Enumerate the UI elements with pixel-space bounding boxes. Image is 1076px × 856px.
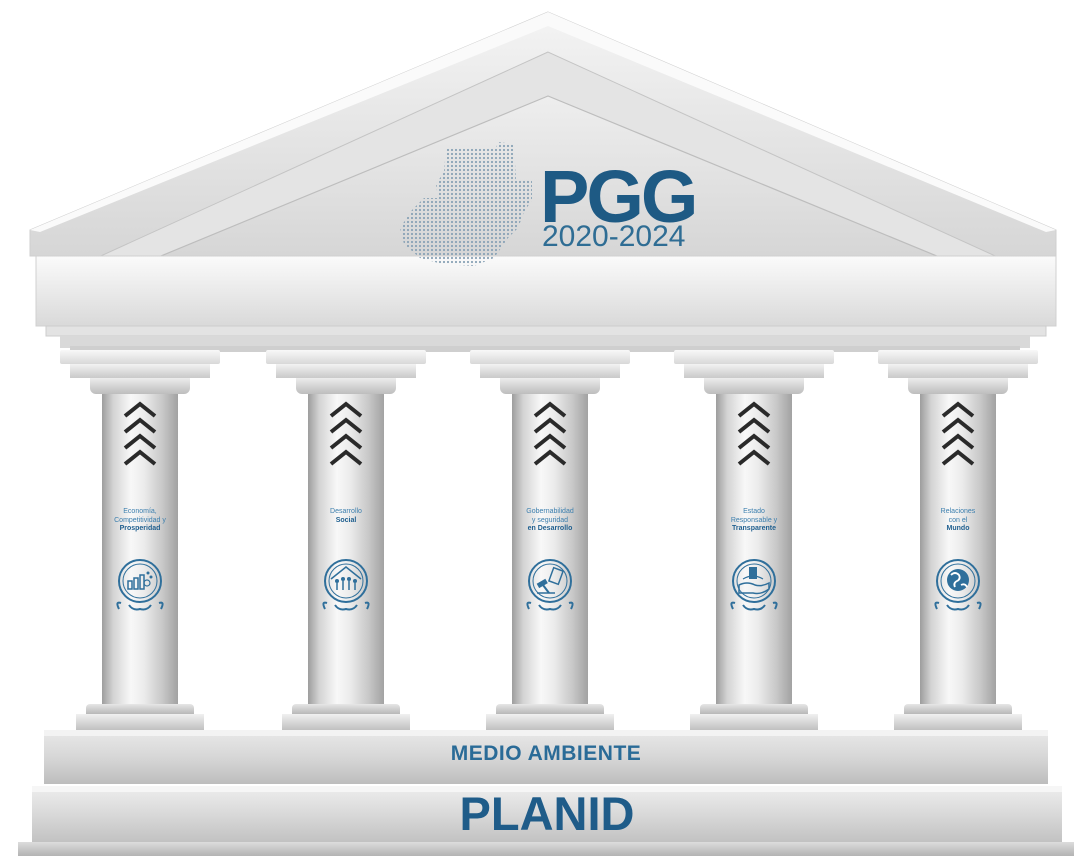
column-base: [292, 704, 400, 714]
pillar-label: Economía, Competitividad y Prosperidad: [114, 508, 166, 532]
pillar-label: Desarrollo Social: [330, 508, 362, 524]
column-shaft: [920, 394, 996, 704]
pillar-world-relations: Relaciones con el Mundo: [874, 350, 1042, 730]
step-edge: [44, 730, 1048, 736]
pillar-social: Desarrollo Social: [262, 350, 430, 730]
column-capital: [276, 364, 416, 378]
column-base: [690, 714, 818, 730]
column-shaft: [308, 394, 384, 704]
column-capital: [908, 378, 1008, 394]
pillar-label: Estado Responsable y Transparente: [730, 508, 778, 532]
column-capital: [90, 378, 190, 394]
column-base: [496, 704, 604, 714]
guatemala-map-icon: [400, 142, 532, 266]
globe-icon: [934, 559, 982, 611]
chevron-up-icon: [533, 401, 567, 466]
pillar-transparency: Estado Responsable y Transparente: [670, 350, 838, 730]
column-capital: [70, 364, 210, 378]
environment-label: MEDIO AMBIENTE: [450, 742, 642, 765]
pillar-label: Gobernabilidad y seguridad en Desarrollo: [526, 508, 574, 532]
foundation-label: PLANID: [459, 787, 635, 840]
column-capital: [480, 364, 620, 378]
column-capital: [470, 350, 630, 364]
social-people-icon: [322, 559, 370, 611]
column-capital: [704, 378, 804, 394]
transparency-hand-icon: [730, 559, 778, 611]
column-base: [486, 714, 614, 730]
column-capital: [500, 378, 600, 394]
column-capital: [60, 350, 220, 364]
column-base: [894, 714, 1022, 730]
column-shaft: [716, 394, 792, 704]
pgg-logo: PGG 2020-2024: [540, 160, 740, 260]
chevron-up-icon: [737, 401, 771, 466]
pillar-label: Relaciones con el Mundo: [940, 508, 976, 532]
environment-step: [44, 730, 1048, 784]
governance-gavel-icon: [526, 559, 574, 611]
chevron-up-icon: [329, 401, 363, 466]
column-base: [282, 714, 410, 730]
temple-roof: [29, 11, 1057, 352]
logo-years: 2020-2024: [542, 220, 686, 253]
column-capital: [684, 364, 824, 378]
column-base: [76, 714, 204, 730]
foundation-step: [32, 786, 1062, 842]
column-base: [904, 704, 1012, 714]
column-capital: [674, 350, 834, 364]
chevron-up-icon: [941, 401, 975, 466]
column-capital: [878, 350, 1038, 364]
pillar-economy: Economía, Competitividad y Prosperidad: [56, 350, 224, 730]
logo-title: PGG: [540, 155, 698, 238]
economy-chart-icon: [116, 559, 164, 611]
bottom-step: [18, 842, 1074, 856]
column-capital: [266, 350, 426, 364]
column-capital: [296, 378, 396, 394]
column-base: [700, 704, 808, 714]
step-edge: [32, 786, 1062, 792]
column-shaft: [102, 394, 178, 704]
chevron-up-icon: [123, 401, 157, 466]
pillar-governance: Gobernabilidad y seguridad en Desarrollo: [466, 350, 634, 730]
column-shaft: [512, 394, 588, 704]
column-capital: [888, 364, 1028, 378]
column-base: [86, 704, 194, 714]
